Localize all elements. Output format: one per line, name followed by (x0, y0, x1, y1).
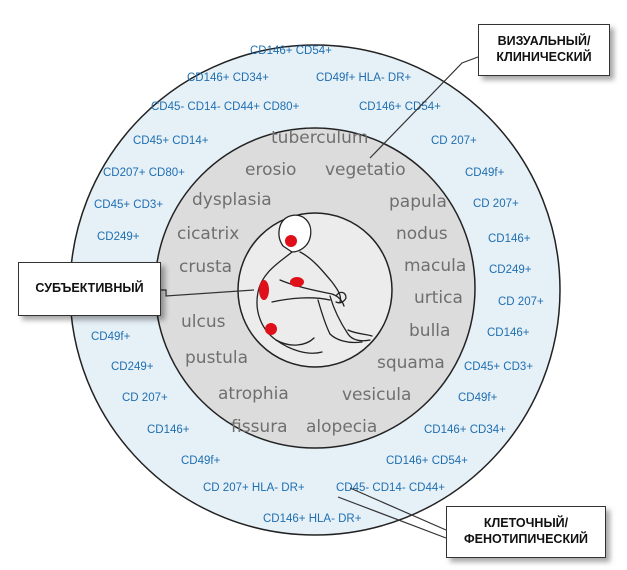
marker-label: CD146+ (488, 233, 531, 245)
term-cicatrix: cicatrix (177, 224, 239, 244)
marker-label: CD 207+ (473, 198, 519, 210)
term-dysplasia: dysplasia (192, 190, 272, 210)
marker-label: CD146+ CD54+ (359, 101, 441, 113)
term-tuberculum: tuberculum (271, 128, 368, 148)
pain-spot-back (259, 280, 269, 300)
marker-label: CD249+ (111, 361, 154, 373)
callout-subjective: СУБЪЕКТИВНЫЙ (18, 262, 161, 316)
cell-markers: CD146+ CD54+ CD146+ CD34+ CD49f+ HLA- DR… (91, 45, 544, 525)
term-crusta: crusta (179, 257, 232, 277)
term-atrophia: atrophia (218, 384, 289, 404)
clinical-terms: tuberculum erosio vegetatio dysplasia pa… (177, 128, 466, 437)
marker-label: CD 207+ (122, 392, 168, 404)
term-vegetatio: vegetatio (325, 160, 406, 180)
marker-label: CD146+ HLA- DR+ (263, 513, 362, 525)
term-bulla: bulla (409, 321, 450, 341)
marker-label: CD 207+ HLA- DR+ (203, 482, 305, 494)
term-ulcus: ulcus (181, 312, 226, 332)
term-macula: macula (404, 256, 466, 276)
marker-label: CD49f+ (91, 331, 131, 343)
term-erosio: erosio (245, 160, 296, 180)
pain-spot-head (285, 235, 297, 247)
marker-label: CD146+ (487, 327, 530, 339)
marker-label: CD49f+ HLA- DR+ (316, 72, 412, 84)
callout-visual-clinical: ВИЗУАЛЬНЫЙ/ КЛИНИЧЕСКИЙ (478, 24, 610, 76)
marker-label: CD49f+ (465, 167, 505, 179)
callout-visual-line2: КЛИНИЧЕСКИЙ (496, 50, 592, 64)
marker-label: CD249+ (489, 264, 532, 276)
callout-cellular-line2: ФЕНОТИПИЧЕСКИЙ (463, 532, 589, 546)
term-squama: squama (377, 353, 445, 373)
term-fissura: fissura (231, 417, 288, 437)
term-pustula: pustula (185, 348, 248, 368)
marker-label: CD45+ CD14+ (133, 135, 209, 147)
marker-label: CD146+ CD54+ (250, 45, 332, 57)
callout-visual-line1: ВИЗУАЛЬНЫЙ/ (497, 34, 591, 49)
term-alopecia: alopecia (306, 417, 377, 437)
pain-spot-arm (290, 277, 304, 287)
marker-label: CD146+ CD34+ (187, 72, 269, 84)
marker-label: CD146+ CD34+ (424, 424, 506, 436)
marker-label: CD146+ CD54+ (386, 455, 468, 467)
marker-label: CD45+ CD3+ (94, 199, 163, 211)
term-urtica: urtica (414, 288, 463, 308)
marker-label: CD249+ (97, 231, 140, 243)
pain-spot-hip (265, 323, 277, 335)
marker-label: CD207+ CD80+ (103, 167, 185, 179)
marker-label: CD45- CD14- CD44+ CD80+ (151, 101, 300, 113)
callout-cellular-phenotypic: КЛЕТОЧНЫЙ/ ФЕНОТИПИЧЕСКИЙ (446, 506, 606, 558)
marker-label: CD 207+ (431, 135, 477, 147)
marker-label: CD49f+ (181, 455, 221, 467)
marker-label: CD45- CD14- CD44+ (336, 482, 445, 494)
term-papula: papula (389, 192, 447, 212)
marker-label: CD49f+ (458, 392, 498, 404)
marker-label: CD146+ (147, 424, 190, 436)
callout-subjective-line1: СУБЪЕКТИВНЫЙ (35, 281, 144, 296)
term-vesicula: vesicula (342, 385, 411, 405)
marker-label: CD45+ CD3+ (464, 361, 533, 373)
callout-cellular-line1: КЛЕТОЧНЫЙ/ (483, 516, 569, 531)
marker-label: CD 207+ (498, 296, 544, 308)
term-nodus: nodus (396, 224, 448, 244)
